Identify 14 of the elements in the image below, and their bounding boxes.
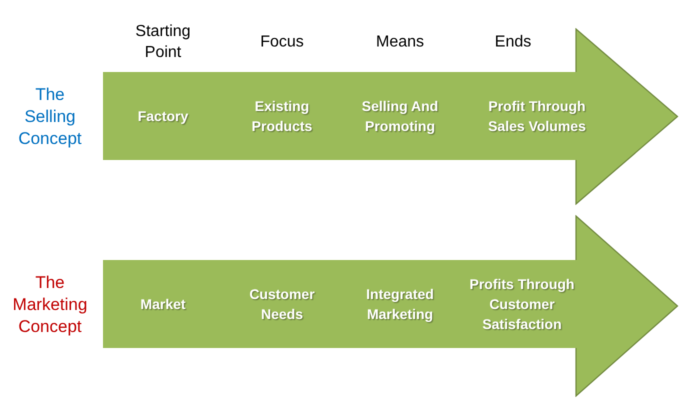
column-header: Ends [494, 32, 532, 52]
step-text: Profits Through Customer Satisfaction [468, 275, 576, 334]
column-header: Focus [259, 32, 305, 52]
step-text: Integrated Marketing [365, 285, 435, 324]
step-text: Customer Needs [248, 285, 316, 324]
step-text: Existing Products [250, 97, 314, 136]
step-text: Profit Through Sales Volumes [487, 97, 587, 136]
concept-title: The Marketing Concept [12, 272, 88, 338]
step-text: Market [139, 295, 187, 314]
column-header: Means [374, 32, 426, 52]
concept-title: The Selling Concept [17, 84, 83, 150]
column-header: Starting Point [134, 22, 192, 63]
step-text: Selling And Promoting [360, 97, 440, 136]
step-text: Factory [136, 107, 190, 126]
